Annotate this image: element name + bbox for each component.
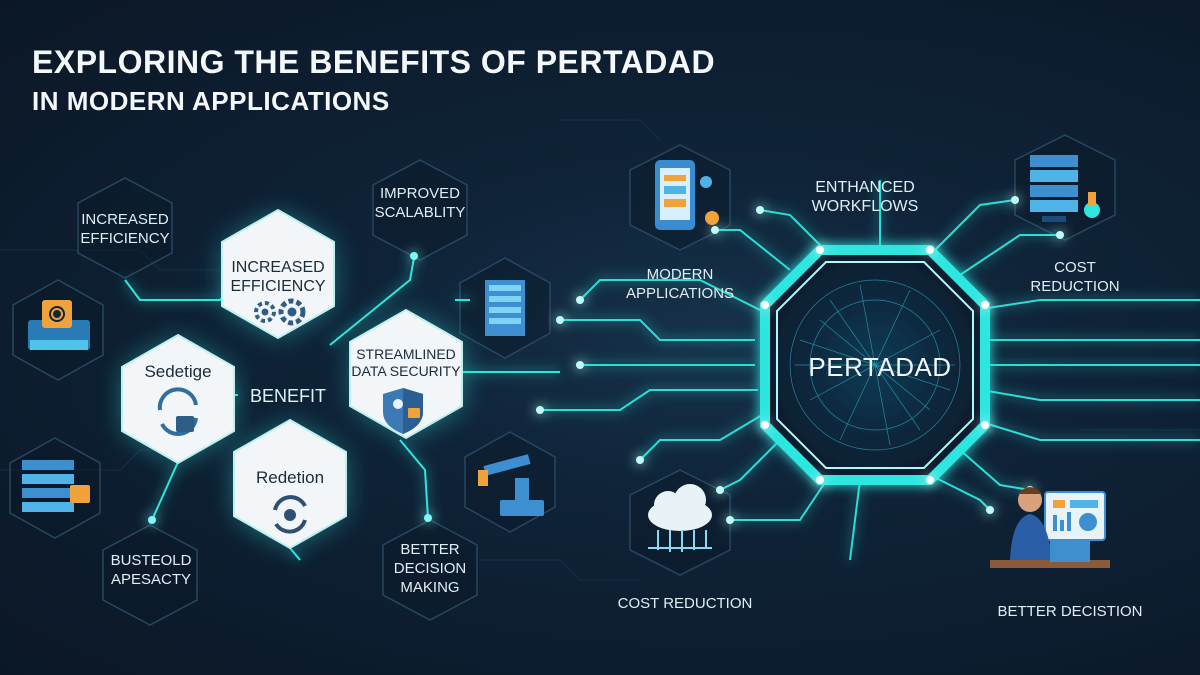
benefit-hub-label: BENEFIT <box>249 386 326 406</box>
core-vertex-dots <box>761 246 989 484</box>
gears-icon <box>254 298 306 326</box>
outline-hex-improved-scalability <box>372 159 468 261</box>
cycle-lock-icon <box>157 387 198 436</box>
analyst-desk-icon <box>990 487 1110 568</box>
power-server-icon <box>28 300 90 350</box>
server-cabinet-icon <box>1030 155 1100 222</box>
server-rack-icon <box>485 280 525 336</box>
hex-label-redetion: Redetion <box>255 468 325 487</box>
outline-hex-busteold <box>102 524 198 626</box>
server-stack-icon <box>22 460 90 512</box>
right-circuit-traces <box>540 180 1200 561</box>
core-mesh <box>789 279 961 451</box>
white-hex-redetion <box>233 418 347 550</box>
label-better-decision: BETTER DECISTION <box>997 603 1143 620</box>
cloud-network-icon <box>648 484 712 552</box>
phone-app-icon <box>655 160 719 230</box>
right-node-dots <box>536 196 1064 524</box>
robot-arm-icon <box>478 454 544 516</box>
white-hexagons <box>121 208 463 550</box>
outline-hex-increased-efficiency <box>77 177 173 279</box>
hex-label-sedetige: Sedetige <box>144 362 212 381</box>
shield-lock-icon <box>383 388 423 434</box>
recycle-icon <box>273 495 307 534</box>
page-title-line2: IN MODERN APPLICATIONS <box>32 86 390 116</box>
center-core-label: PERTADAD <box>808 352 952 382</box>
page-title-line1: EXPLORING THE BENEFITS OF PERTADAD <box>32 44 716 80</box>
white-hex-data-security <box>349 308 463 440</box>
left-connectors <box>124 257 560 561</box>
white-hex-sedetige <box>121 333 235 465</box>
white-hex-increased-efficiency <box>221 208 335 340</box>
outline-hex-better-decision <box>382 519 478 621</box>
label-cost-reduction-bottom: COST REDUCTION <box>617 595 753 612</box>
